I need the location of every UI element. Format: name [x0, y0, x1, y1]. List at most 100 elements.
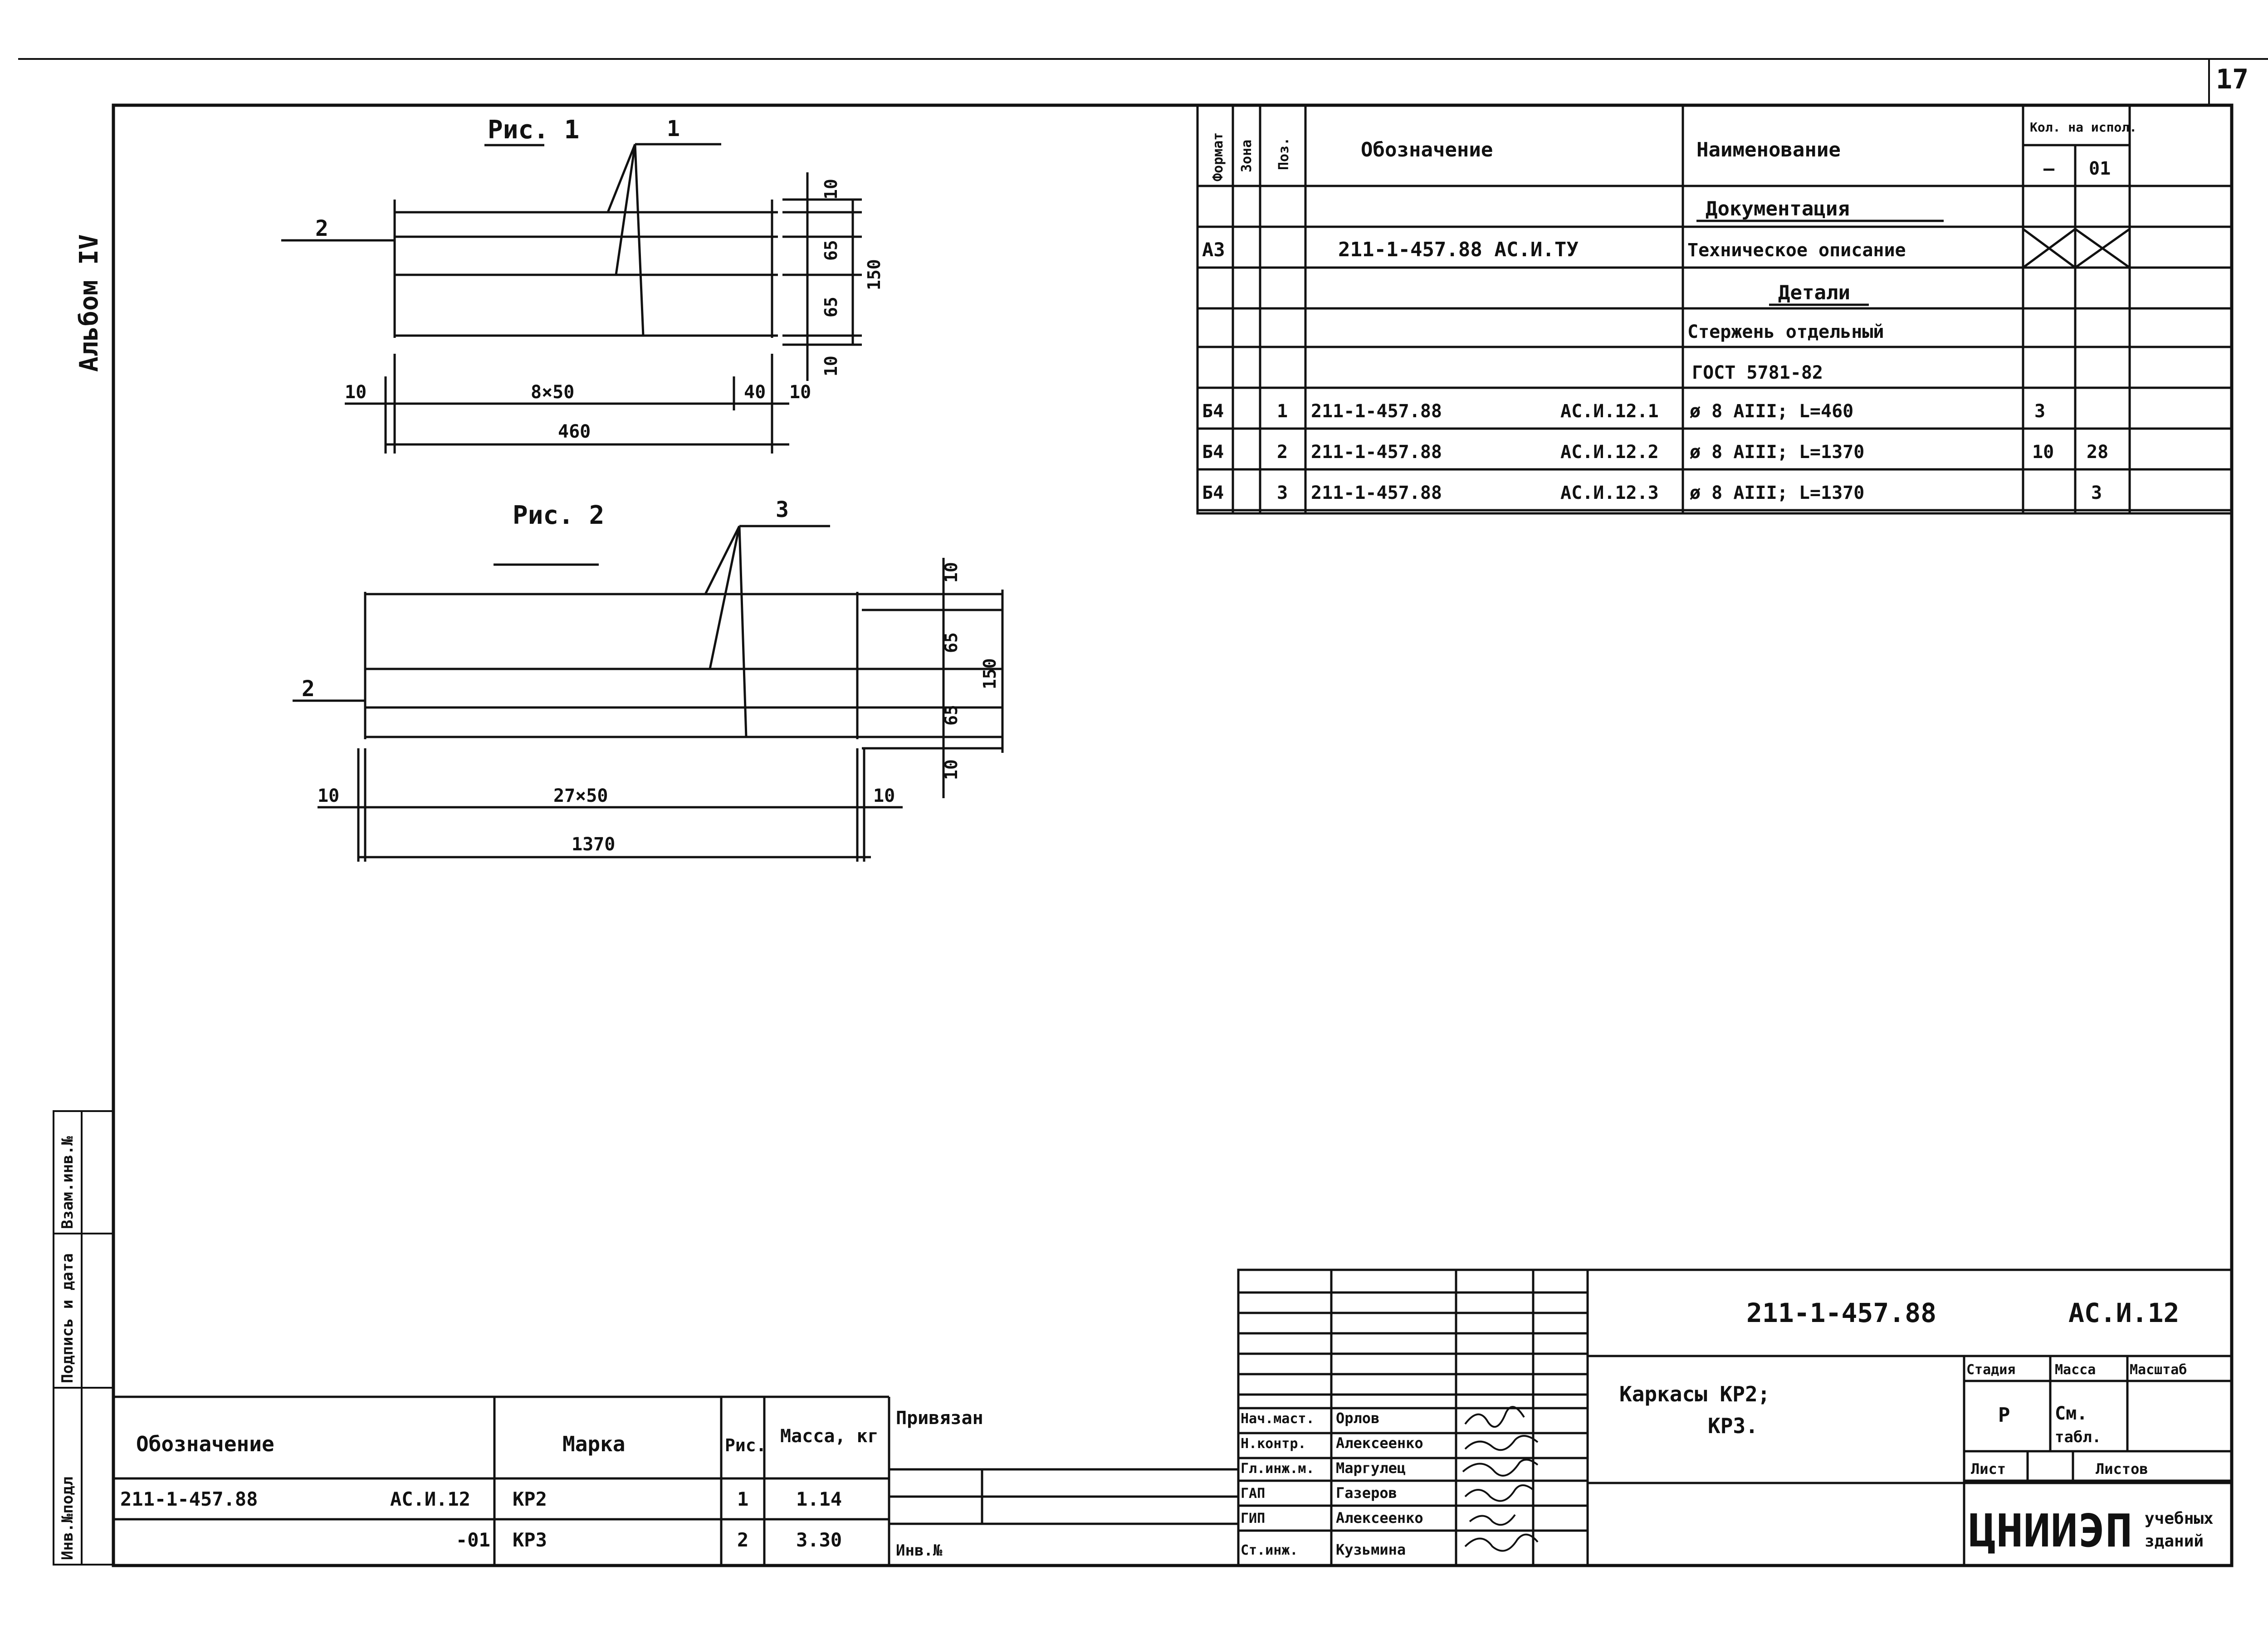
spec-header-pos: Поз. — [1276, 137, 1292, 170]
fig1-side-pos: 2 — [315, 216, 328, 241]
fig1-dim-v2: 65 — [821, 240, 841, 261]
fig1-dim-v1: 10 — [821, 179, 841, 200]
title-sheet-label: Лист — [1971, 1460, 2006, 1478]
marks-row-des-a: 211-1-457.88 — [120, 1488, 258, 1510]
drawing-frame — [112, 103, 2234, 1567]
spec-header-name: Наименование — [1696, 138, 1841, 161]
fig2-side-pos: 2 — [302, 676, 315, 702]
title-line-1: Каркасы КР2; — [1619, 1382, 1770, 1406]
marks-header-fig: Рис. — [725, 1435, 767, 1455]
spec-row-name: ø 8 АIII; L=1370 — [1690, 442, 1864, 463]
spec-doc-designation: 211-1-457.88 АС.И.ТУ — [1338, 238, 1579, 261]
spec-row-des-b: АС.И.12.1 — [1560, 401, 1659, 422]
fig2-dim-middle: 27×50 — [553, 785, 608, 806]
person-name: Алексеенко — [1336, 1509, 1423, 1527]
signature-4 — [1464, 1484, 1534, 1502]
title-mass-label: Масса — [2055, 1362, 2096, 1378]
signature-5 — [1469, 1514, 1516, 1526]
spec-row-pos: 3 — [1277, 483, 1288, 503]
spec-table-grid — [1196, 104, 2233, 515]
spec-header-qty-dash: — — [2043, 158, 2055, 179]
spec-row-des-a: 211-1-457.88 — [1311, 442, 1442, 463]
person-role: ГИП — [1241, 1511, 1265, 1527]
title-stage-value: Р — [1998, 1404, 2010, 1427]
spec-row-des-a: 211-1-457.88 — [1311, 483, 1442, 503]
person-role: Гл.инж.м. — [1241, 1461, 1315, 1477]
marks-row-des-b: АС.И.12 — [390, 1488, 470, 1510]
marks-inv-no: Инв.№ — [896, 1541, 943, 1560]
fig1-title: Рис. 1 — [488, 115, 579, 145]
title-sheets-label: Листов — [2096, 1460, 2148, 1478]
title-org: ЦНИИЭП — [1969, 1504, 2132, 1557]
marks-row-mass: 3.30 — [796, 1529, 842, 1551]
marks-row-2: -01 КР3 2 3.30 — [456, 1529, 842, 1551]
fig2-title: Рис. 2 — [513, 501, 604, 530]
title-people: Нач.маст. Орлов Н.контр. Алексеенко Гл.и… — [1241, 1410, 1423, 1558]
fig2-dim-v3: 65 — [941, 705, 961, 726]
stamp-vzam-inv: Взам.инв.№ — [59, 1136, 77, 1229]
album-label: Альбом IV — [74, 234, 104, 372]
title-stage-label: Стадия — [1966, 1362, 2015, 1378]
marks-row-fig: 1 — [737, 1488, 748, 1510]
person-role: Нач.маст. — [1241, 1411, 1315, 1427]
spec-row-3: Б4 3 211-1-457.88 АС.И.12.3 ø 8 АIII; L=… — [1202, 483, 2102, 503]
signature-2 — [1464, 1435, 1539, 1451]
fig2-dim-height: 150 — [980, 658, 1000, 689]
fig2-dim-right: 10 — [873, 785, 895, 806]
title-mass-value-1: См. — [2055, 1403, 2087, 1424]
title-org-sub-1: учебных — [2145, 1509, 2214, 1528]
marks-row-fig: 2 — [737, 1529, 748, 1551]
title-doc-code: 211-1-457.88 — [1746, 1297, 1936, 1328]
signature-1 — [1464, 1406, 1525, 1428]
person-role: Ст.инж. — [1241, 1542, 1298, 1558]
marks-privyazan: Привязан — [896, 1408, 983, 1429]
fig1-dim-v4: 10 — [821, 356, 841, 376]
marks-header-designation: Обозначение — [136, 1432, 274, 1456]
spec-row-qty-b: 3 — [2091, 483, 2102, 503]
title-doc-suffix: АС.И.12 — [2068, 1297, 2179, 1328]
spec-header-zone: Зона — [1239, 140, 1255, 172]
fig2-drawing — [293, 525, 1004, 862]
marks-row-mass: 1.14 — [796, 1488, 842, 1510]
spec-row-qty-b: 28 — [2087, 442, 2108, 463]
fig1-dim-middle: 8×50 — [531, 382, 574, 403]
person-name: Алексеенко — [1336, 1434, 1423, 1452]
spec-details-name-1: Стержень отдельный — [1687, 322, 1884, 342]
fig2-leader-pos: 3 — [776, 497, 789, 522]
spec-details-name-2: ГОСТ 5781-82 — [1692, 362, 1823, 383]
spec-doc-format: А3 — [1202, 239, 1225, 261]
spec-row-des-a: 211-1-457.88 — [1311, 401, 1442, 422]
stamp-podpis-data: Подпись и дата — [59, 1253, 77, 1383]
fig1-dim-length: 460 — [558, 421, 591, 442]
spec-row-pos: 1 — [1277, 401, 1288, 422]
signatures — [1462, 1406, 1539, 1552]
person-name: Орлов — [1336, 1410, 1379, 1427]
marks-row-des-b: -01 — [456, 1529, 490, 1551]
stamp-inv-podl: Инв.№подл — [59, 1477, 77, 1560]
marks-header-mass: Масса, кг — [780, 1426, 879, 1447]
person-name: Газеров — [1336, 1484, 1397, 1502]
marks-row-1: 211-1-457.88 АС.И.12 КР2 1 1.14 — [120, 1488, 842, 1510]
signature-6 — [1464, 1533, 1539, 1552]
spec-header-format: Формат — [1210, 132, 1226, 181]
title-scale-label: Масштаб — [2130, 1362, 2187, 1378]
spec-row-format: Б4 — [1202, 401, 1224, 422]
fig1-dim-v3: 65 — [821, 297, 841, 317]
spec-row-qty-a: 10 — [2032, 442, 2054, 463]
fig1-dim-right-a: 40 — [744, 382, 766, 403]
spec-row-format: Б4 — [1202, 442, 1224, 463]
spec-header-qty: Кол. на испол. — [2030, 120, 2137, 135]
title-block-grid — [1237, 1268, 2233, 1567]
fig1-dim-height: 150 — [864, 259, 884, 290]
spec-row-des-b: АС.И.12.3 — [1560, 483, 1659, 503]
fig2-dim-v2: 65 — [941, 632, 961, 653]
fig1-dim-left: 10 — [345, 382, 367, 403]
spec-row-des-b: АС.И.12.2 — [1560, 442, 1659, 463]
fig2-dim-left: 10 — [318, 785, 339, 806]
marks-row-mark: КР3 — [513, 1529, 547, 1551]
title-mass-value-2: табл. — [2055, 1428, 2101, 1446]
spec-row-name: ø 8 АIII; L=1370 — [1690, 483, 1864, 503]
person-name: Маргулец — [1336, 1459, 1406, 1477]
fig1-leader-pos: 1 — [667, 116, 680, 141]
person-role: ГАП — [1241, 1486, 1265, 1502]
